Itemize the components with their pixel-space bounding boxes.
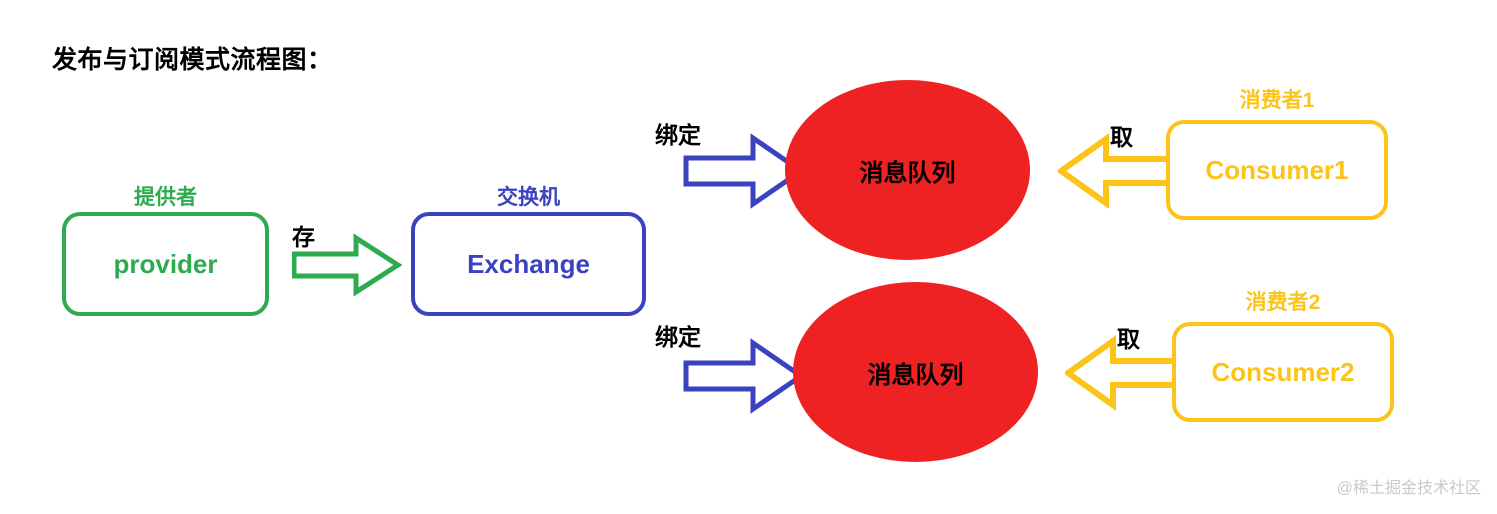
provider-node: provider	[62, 212, 269, 316]
store-arrow-right-icon	[292, 232, 402, 298]
consumer2-node: Consumer2	[1172, 322, 1394, 422]
take1-arrow-label: 取	[1110, 124, 1133, 150]
page-title: 发布与订阅模式流程图：	[52, 46, 333, 74]
exchange-node: Exchange	[411, 212, 646, 316]
take2-arrow-label: 取	[1117, 326, 1140, 352]
consumer2-caption: 消费者2	[1245, 291, 1321, 314]
exchange-label: Exchange	[467, 248, 590, 279]
message-queue-1: 消息队列	[785, 80, 1030, 260]
bind1-arrow-right-icon	[683, 132, 805, 210]
store-arrow-label: 存	[292, 224, 315, 250]
exchange-caption: 交换机	[497, 186, 560, 209]
provider-label: provider	[113, 248, 218, 279]
queue1-label: 消息队列	[859, 159, 956, 187]
bind2-arrow-right-icon	[683, 337, 805, 415]
bind2-arrow-label: 绑定	[655, 324, 701, 350]
consumer1-node: Consumer1	[1166, 120, 1388, 220]
provider-caption: 提供者	[134, 186, 197, 209]
queue2-label: 消息队列	[867, 361, 964, 389]
take1-arrow-left-icon	[1058, 133, 1174, 209]
message-queue-2: 消息队列	[793, 282, 1038, 462]
watermark: @稀土掘金技术社区	[1336, 480, 1481, 497]
bind1-arrow-label: 绑定	[655, 122, 701, 148]
consumer1-caption: 消费者1	[1239, 89, 1315, 112]
consumer1-label: Consumer1	[1205, 154, 1349, 185]
consumer2-label: Consumer2	[1211, 356, 1355, 387]
take2-arrow-left-icon	[1065, 335, 1181, 411]
